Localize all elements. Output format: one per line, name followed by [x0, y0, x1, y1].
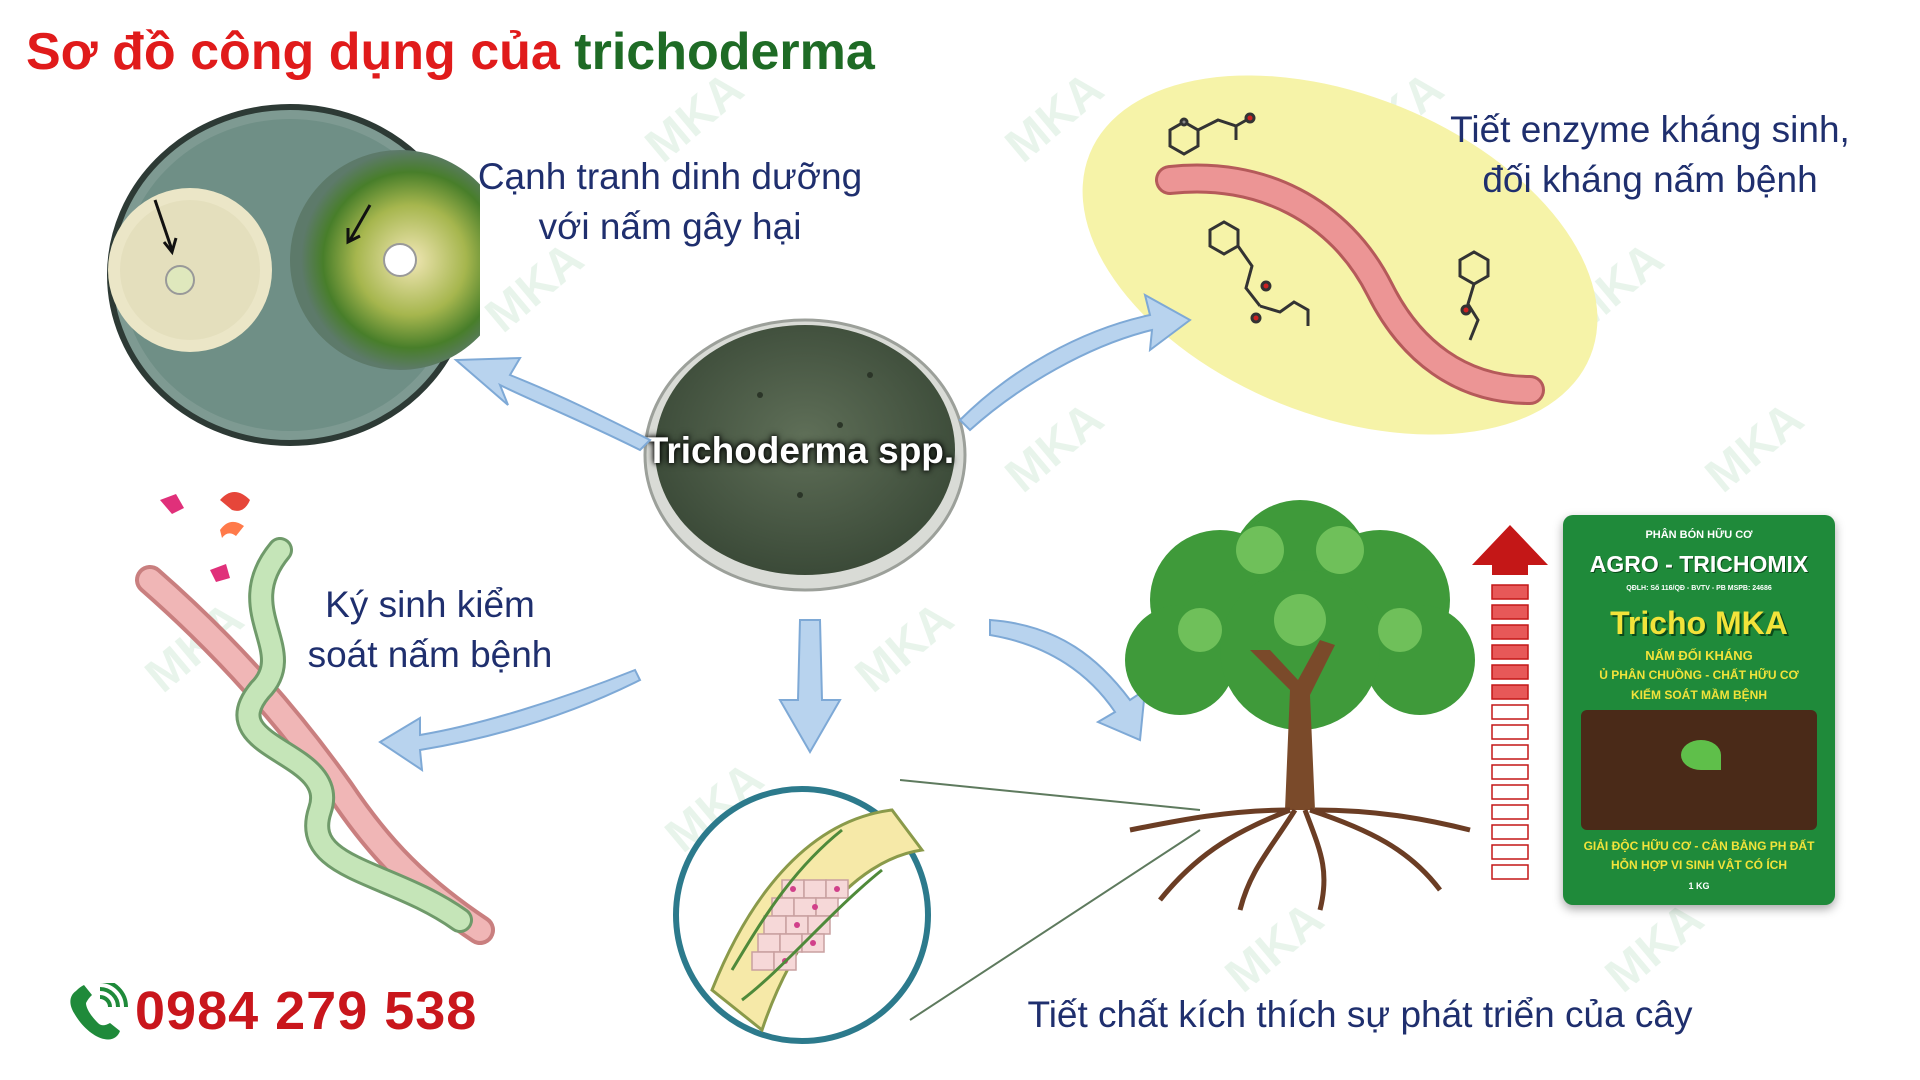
label-parasitism-line-1: Ký sinh kiểm: [325, 584, 535, 625]
package-line-5: HỖN HỢP VI SINH VẬT CÓ ÍCH: [1610, 858, 1788, 872]
center-label: Trichoderma spp.: [645, 430, 955, 471]
label-enzyme-line-2: đối kháng nấm bệnh: [1482, 159, 1818, 200]
package-top-label: PHÂN BÓN HỮU CƠ: [1645, 529, 1753, 541]
enzyme-fragments: [160, 492, 250, 582]
enzyme-panel: [1082, 75, 1598, 435]
package-line-3: KIỂM SOÁT MẦM BỆNH: [1631, 688, 1767, 702]
package-product-name: Tricho MKA: [1610, 605, 1788, 641]
arrow-to-root: [778, 619, 842, 755]
tree-roots: [1129, 807, 1471, 911]
package-photo: [1581, 710, 1817, 830]
phone-number[interactable]: 0984 279 538: [135, 981, 478, 1041]
label-competition: Cạnh tranh dinh dưỡng với nấm gây hại: [440, 152, 900, 252]
page-title: Sơ đồ công dụng của trichoderma: [26, 22, 875, 82]
package-line-2: Ủ PHÂN CHUỒNG - CHẤT HỮU CƠ: [1599, 668, 1799, 682]
package-weight: 1 KG: [1688, 881, 1710, 891]
label-enzyme: Tiết enzyme kháng sinh, đối kháng nấm bệ…: [1400, 105, 1900, 205]
enzyme-molecule: [1168, 112, 1256, 156]
arrow-to-tree: [989, 618, 1147, 742]
package-line-4: GIẢI ĐỘC HỮU CƠ - CÂN BẰNG PH ĐẤT: [1583, 839, 1815, 853]
title-part-1: Sơ đồ công dụng của: [26, 23, 560, 81]
seedling-icon: [1681, 740, 1721, 770]
package-brand: AGRO - TRICHOMIX: [1589, 551, 1809, 577]
package-registration: QĐLH: Số 116/QĐ - BVTV - PB MSPB: 24686: [1626, 585, 1772, 592]
growth-arrow: [1472, 525, 1548, 880]
title-part-2: trichoderma: [574, 23, 875, 81]
enzyme-molecule: [1208, 220, 1310, 326]
arrow-to-petri: [453, 356, 652, 452]
package-line-1: NẤM ĐỐI KHÁNG: [1645, 648, 1753, 663]
trichoderma-powder-image: [643, 318, 967, 592]
label-enzyme-line-1: Tiết enzyme kháng sinh,: [1450, 109, 1850, 150]
petri-dish-image: [107, 104, 480, 446]
arrow-to-parasitism: [378, 668, 642, 773]
root-cells-image: [673, 786, 931, 1044]
label-parasitism: Ký sinh kiểm soát nấm bệnh: [280, 580, 580, 680]
label-parasitism-line-2: soát nấm bệnh: [307, 634, 553, 675]
tree-image: [1125, 500, 1475, 911]
enzyme-molecule: [1458, 250, 1490, 341]
zoom-lines: [900, 779, 1201, 1021]
product-package: PHÂN BÓN HỮU CƠ AGRO - TRICHOMIX QĐLH: S…: [1563, 515, 1835, 905]
parasitism-image: [135, 492, 495, 945]
arrow-to-enzyme: [958, 293, 1192, 432]
label-growth: Tiết chất kích thích sự phát triển của c…: [1027, 994, 1693, 1035]
label-competition-line-2: với nấm gây hại: [538, 206, 802, 247]
phone-ringing-icon: [70, 983, 128, 1040]
label-competition-line-1: Cạnh tranh dinh dưỡng: [477, 156, 863, 197]
